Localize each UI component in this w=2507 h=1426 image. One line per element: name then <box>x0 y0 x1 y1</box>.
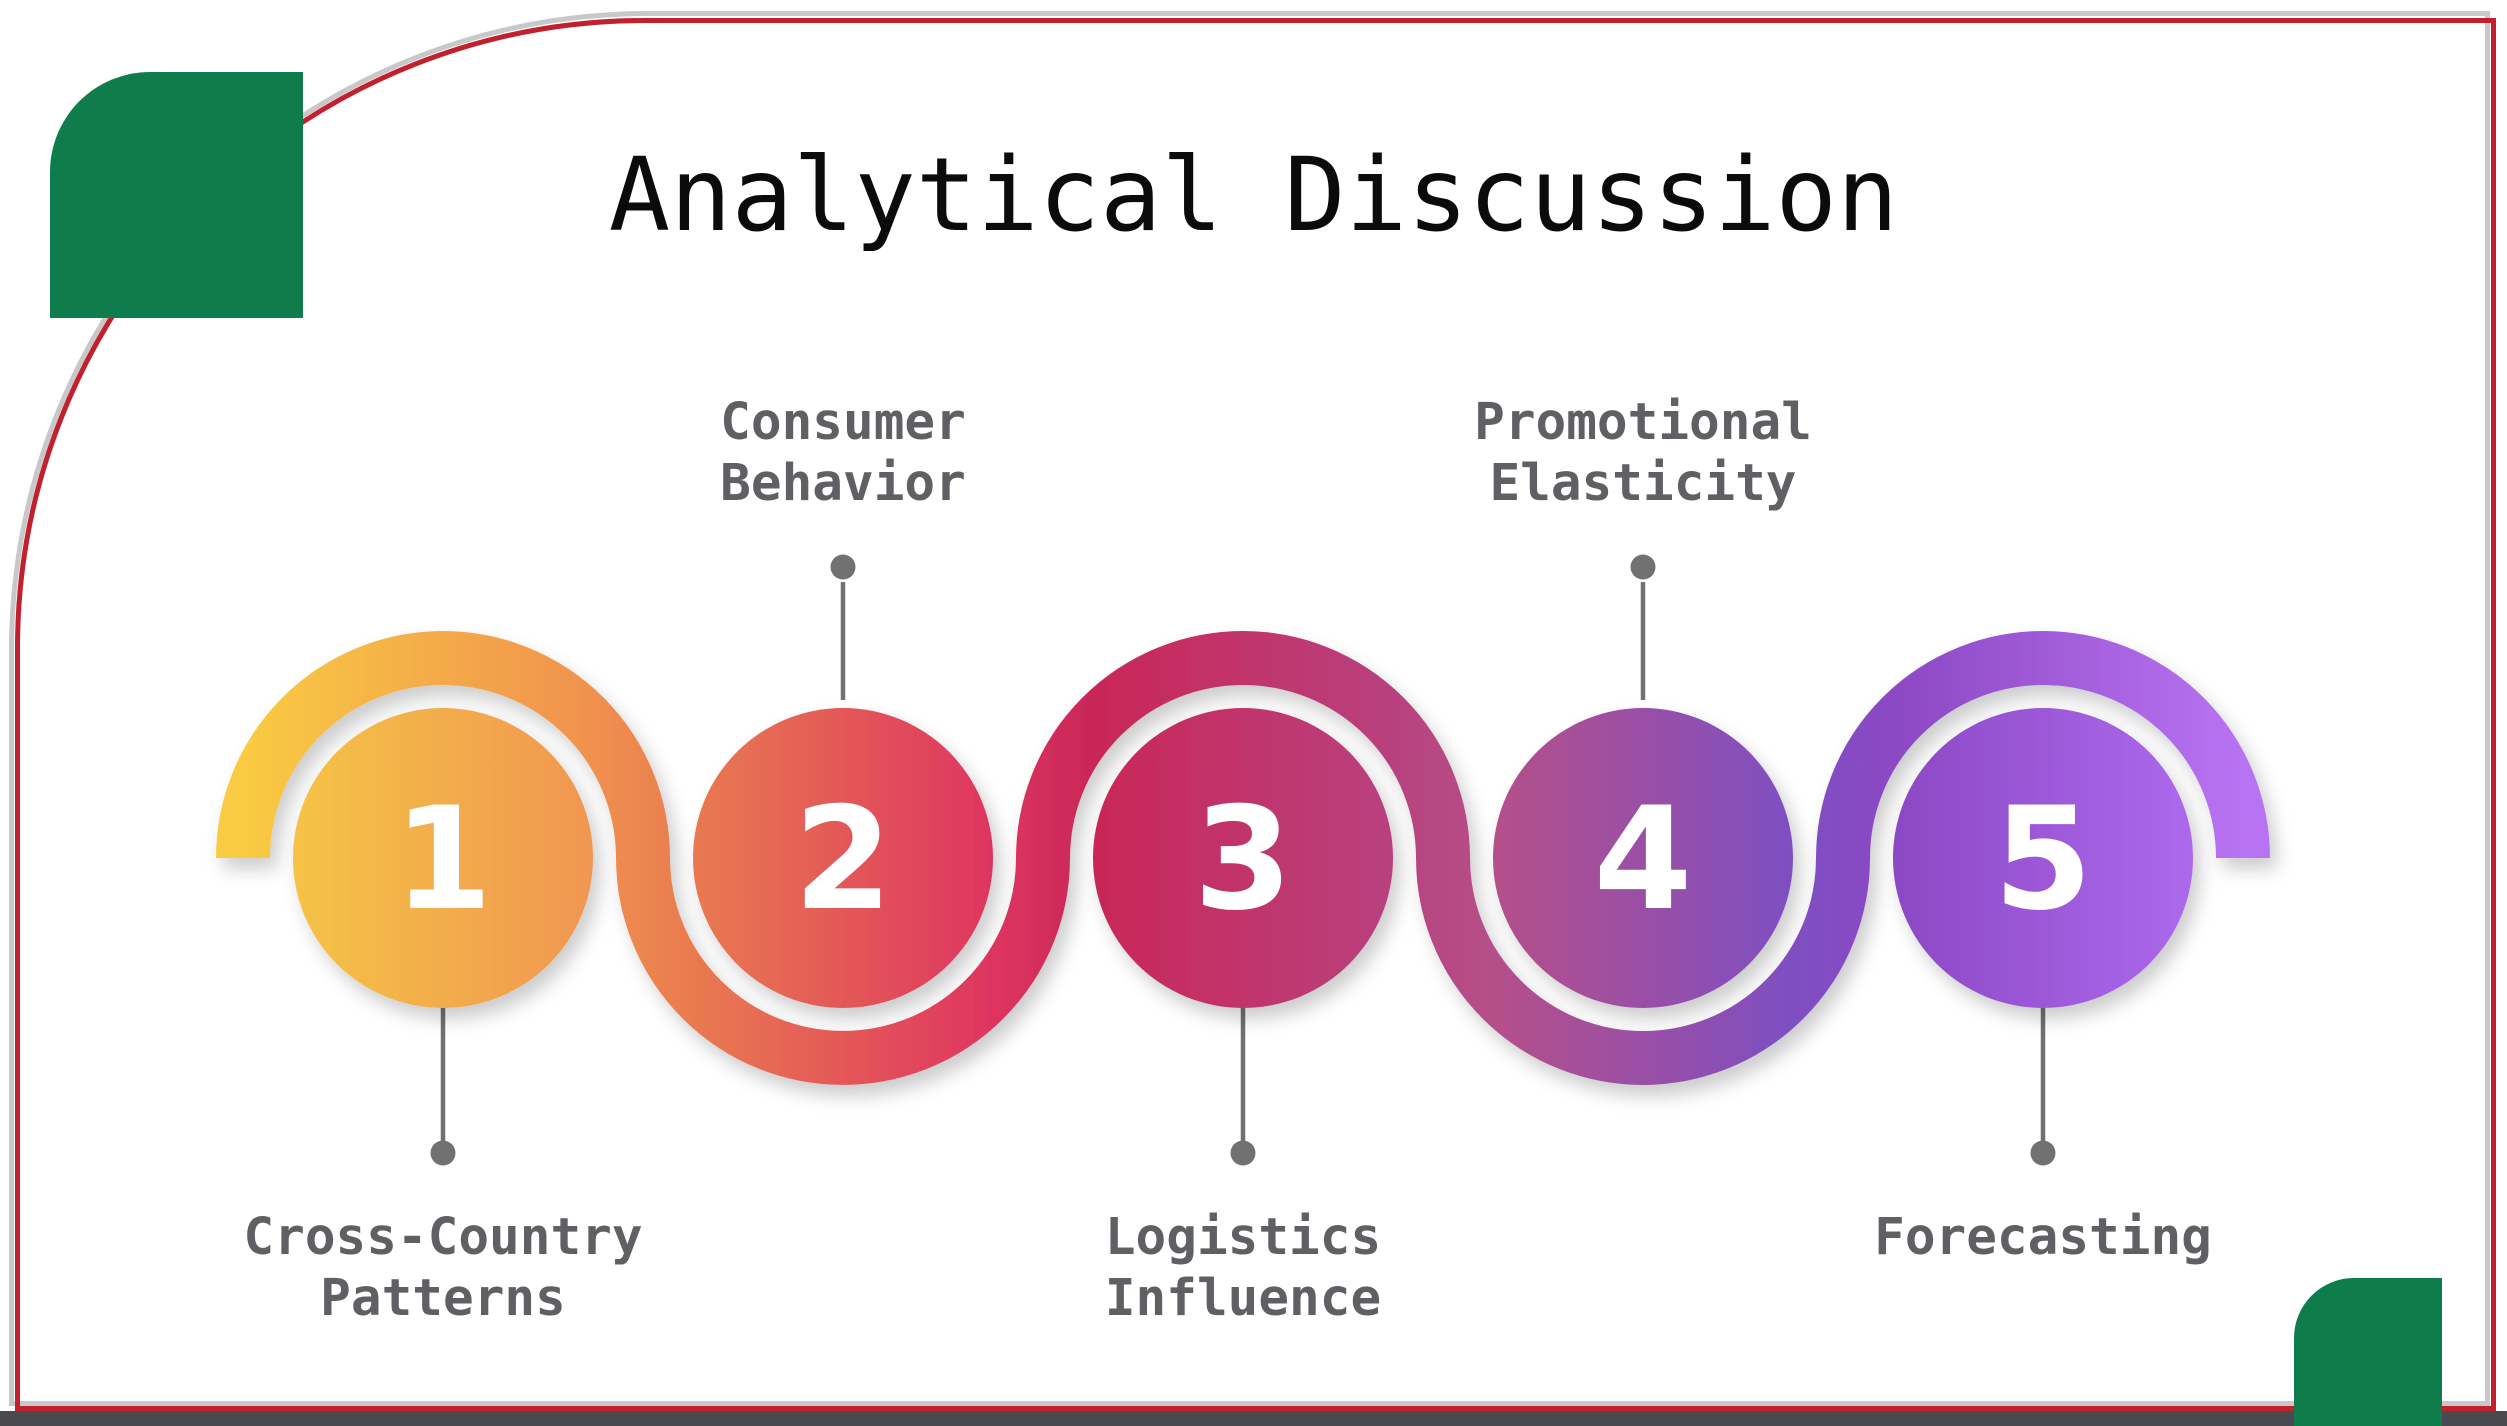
connector-dot-step-4 <box>1630 554 1656 580</box>
step-number-3: 3 <box>1194 777 1293 942</box>
connectors <box>430 554 2056 1166</box>
slide-border-frame <box>15 18 2496 1411</box>
corner-square-top-left <box>50 72 303 318</box>
step-number-5: 5 <box>1994 777 2093 942</box>
connector-dot-step-5 <box>2030 1140 2056 1166</box>
step-number-2: 2 <box>794 777 893 942</box>
step-circle-2 <box>693 708 993 1008</box>
step-number-1: 1 <box>394 777 493 942</box>
bottom-bar <box>0 1411 2507 1426</box>
step-circle-3 <box>1093 708 1393 1008</box>
step-label-consumer-behavior: Consumer Behavior <box>720 393 966 513</box>
step-number-4: 4 <box>1594 777 1693 942</box>
step-label-cross-country-patterns: Cross-Country Patterns <box>243 1208 643 1328</box>
step-circle-1 <box>293 708 593 1008</box>
connector-dot-step-1 <box>430 1140 456 1166</box>
connector-dot-step-3 <box>1230 1140 1256 1166</box>
step-label-promotional-elasticity: Promotional Elasticity <box>1474 393 1812 513</box>
step-circle-5 <box>1893 708 2193 1008</box>
step-label-logistics-influence: Logistics Influence <box>1104 1208 1382 1328</box>
corner-square-bottom-right <box>2294 1278 2442 1426</box>
step-circle-4 <box>1493 708 1793 1008</box>
page-title: Analytical Discussion <box>608 136 1899 255</box>
step-label-forecasting: Forecasting <box>1874 1208 2212 1267</box>
connector-dot-step-2 <box>830 554 856 580</box>
serpentine-ribbon <box>216 631 2270 1085</box>
frame-shadow <box>9 11 2490 1406</box>
